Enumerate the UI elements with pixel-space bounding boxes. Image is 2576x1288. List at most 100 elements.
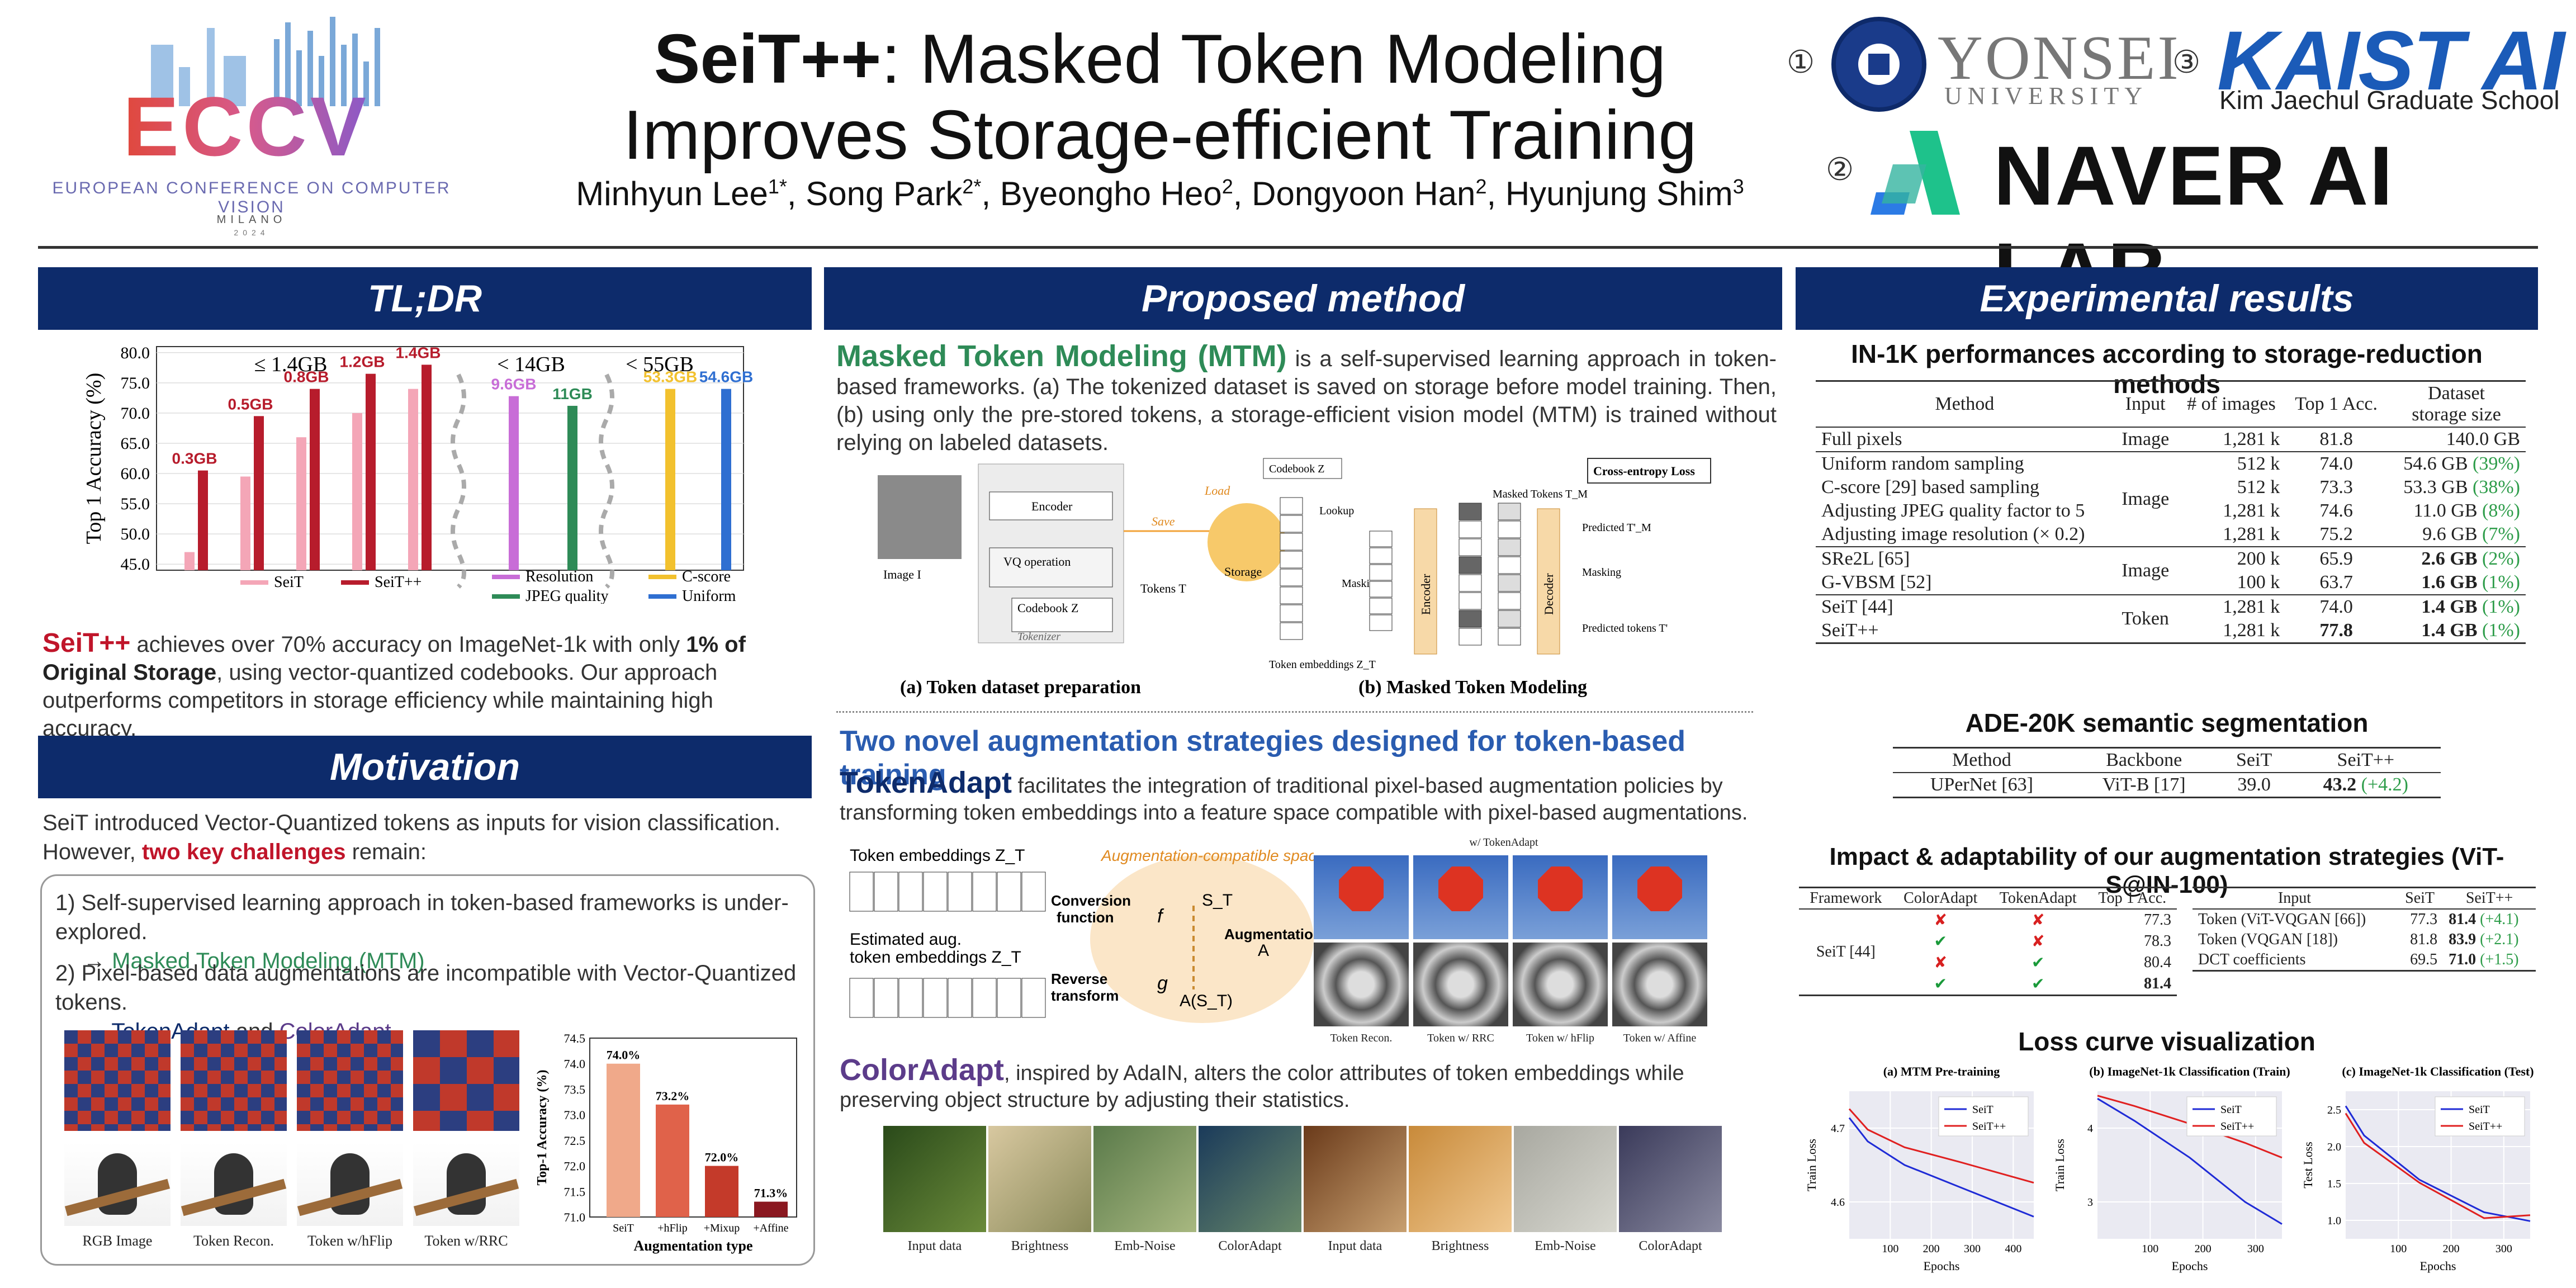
table-cell: 77.8	[2319, 620, 2353, 641]
table-cell: 140.0 GB	[2446, 429, 2520, 449]
y-axis-label: Train Loss	[1805, 1139, 1819, 1191]
mtm-link: Masked Token Modeling (MTM)	[112, 949, 425, 973]
y-tick-label: 4	[2087, 1123, 2093, 1135]
token-cell	[849, 978, 874, 1018]
y-tick-label: 2.0	[2327, 1141, 2341, 1153]
image-caption: Token w/hFlip	[307, 1233, 392, 1249]
table-cell: ✔	[2032, 976, 2045, 993]
table-cell: Input	[2125, 394, 2166, 414]
y-tick-label: 2.5	[2327, 1104, 2341, 1116]
table-cell: 1.6 GB (1%)	[2421, 572, 2520, 593]
table-cell: ✔	[1934, 976, 1947, 993]
table-cell: 78.3	[2144, 932, 2171, 950]
image-caption: Emb-Noise	[1114, 1239, 1176, 1253]
bar-seit	[352, 413, 362, 570]
y-tick-label: 70.0	[121, 404, 150, 423]
token-cell	[1369, 614, 1393, 631]
table-cell: 81.8	[2319, 429, 2353, 449]
bar-resolution	[509, 396, 519, 570]
token-cell	[1280, 622, 1303, 640]
eccv-full-name: EUROPEAN CONFERENCE ON COMPUTER VISION	[52, 179, 451, 216]
eccv-year: 2024	[234, 228, 269, 237]
tokenadapt-description: TokenAdapt facilitates the integration o…	[840, 766, 1748, 825]
token-cell	[1021, 978, 1046, 1018]
diagram-label: token embeddings Z_T	[850, 948, 1021, 967]
token-cell	[1280, 533, 1303, 551]
table1-title: IN-1K performances according to storage-…	[1851, 339, 2483, 399]
group-separator	[599, 373, 614, 589]
ce-loss-box	[1587, 458, 1711, 484]
token-cell	[1498, 574, 1521, 592]
table-cell: ✘	[2032, 933, 2045, 950]
bar-label: 74.0%	[607, 1048, 641, 1062]
x-tick-label: 300	[1964, 1243, 1981, 1255]
loss-title: Loss curve visualization	[2018, 1027, 2315, 1056]
image-caption: Input data	[907, 1239, 962, 1253]
diagram-label: Cross-entropy Loss	[1593, 464, 1695, 478]
yonsei-seal-icon	[1831, 17, 1926, 112]
coloradapt-sample-image	[1199, 1126, 1301, 1232]
token-cell	[1459, 592, 1482, 610]
legend-label: SeiT	[2469, 1104, 2490, 1116]
diagram-label: Reverse	[1051, 970, 1107, 987]
y-tick-label: 73.5	[564, 1082, 586, 1096]
table-cell: Image	[2122, 429, 2170, 449]
coloradapt-description: ColorAdapt, inspired by AdaIN, alters th…	[840, 1053, 1684, 1112]
checkerboard-image	[413, 1030, 519, 1131]
mtm-description: Masked Token Modeling (MTM) is a self-su…	[836, 339, 1777, 455]
y-tick-label: 1.5	[2327, 1178, 2341, 1190]
coloradapt-sample-image	[1619, 1126, 1722, 1232]
diagram-label: Masked Tokens T_M	[1493, 488, 1588, 500]
table-cell: 69.5	[2410, 951, 2438, 968]
table-cell: # of images	[2187, 394, 2276, 414]
coloradapt-title: ColorAdapt	[840, 1053, 1004, 1087]
augmentation-heading: Two novel augmentation strategies design…	[840, 725, 1686, 791]
author: Byeongho Heo	[1000, 175, 1222, 212]
aug-space-region	[1090, 855, 1314, 1023]
token-cell	[874, 978, 898, 1018]
token-cell	[1498, 628, 1521, 646]
diagram-label: S_T	[1202, 891, 1233, 910]
coloradapt-sample-image	[883, 1126, 986, 1232]
cat-input-image	[878, 475, 962, 559]
table-cell: SRe2L [65]	[1821, 548, 1910, 569]
tokenadapt-sample-label: w/ TokenAdapt	[1469, 836, 1538, 849]
table-cell: 2.6 GB (2%)	[2421, 548, 2520, 569]
group-separator	[451, 373, 466, 589]
table-cell: 75.2	[2319, 524, 2353, 544]
diagram-label: function	[1057, 909, 1114, 926]
diagram-label: Codebook Z	[1269, 463, 1324, 475]
x-tick-label: 200	[2443, 1243, 2460, 1255]
table-row: SeiT [44]✘✘77.3	[1799, 909, 2177, 960]
checkerboard-image	[297, 1030, 403, 1131]
table-cell: Framework	[1810, 889, 1882, 907]
naver-ai-logo-icon	[1871, 131, 1960, 215]
seitpp-name: SeiT++	[42, 628, 131, 658]
legend-label: SeiT	[274, 574, 304, 591]
y-axis-label: Top 1 Accuracy (%)	[82, 373, 106, 544]
affiliation-2-number: ②	[1826, 151, 1854, 187]
legend-box	[2186, 1096, 2277, 1137]
bar-label: 72.0%	[705, 1150, 739, 1164]
table-cell: 74.6	[2319, 500, 2353, 521]
token-cell	[972, 978, 997, 1018]
diagram-label: A	[1258, 941, 1269, 960]
token-cell	[898, 978, 923, 1018]
table-cell: ✔	[2032, 954, 2045, 972]
token-cell	[1280, 515, 1303, 533]
y-tick-label: 65.0	[121, 434, 150, 453]
token-cell	[1498, 503, 1521, 520]
bar-label: 0.8GB	[284, 368, 329, 386]
section-divider	[836, 711, 1753, 713]
table-cell: 43.2 (+4.2)	[2323, 774, 2408, 795]
legend-label: SeiT++	[2469, 1120, 2502, 1133]
